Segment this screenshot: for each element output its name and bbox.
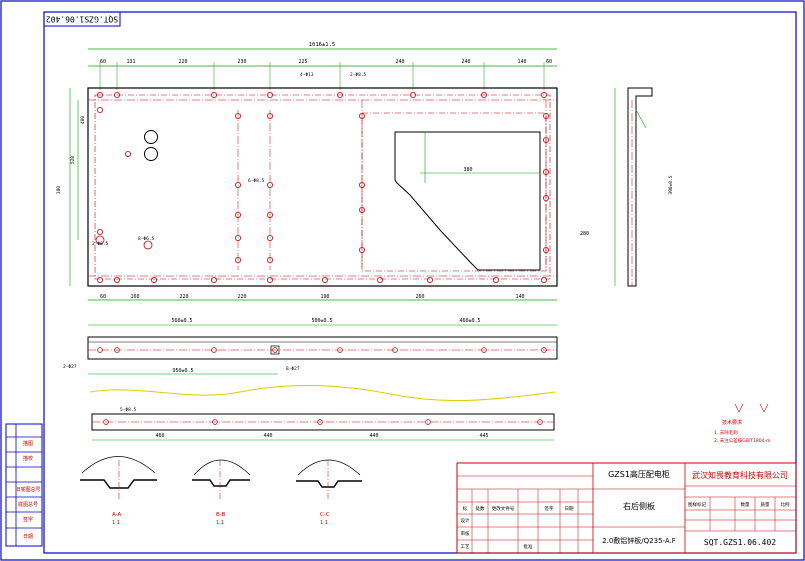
top-dim-3: 220 <box>178 59 187 65</box>
hole-callout-5: 8-Φ6.5 <box>138 236 155 242</box>
bottom-dim-2: 160 <box>130 294 139 300</box>
bottom-dim-3: 220 <box>179 294 188 300</box>
left-dim-3: 400 <box>80 116 86 124</box>
left-strip: 描图 描校 旧底图总号 底图总号 签字 日期 <box>5 423 43 547</box>
tb-header-4: 签字 <box>545 505 554 512</box>
hole-callout-3: 6-Φ8.5 <box>248 178 265 184</box>
tb-right-header-4: 比例 <box>781 501 790 508</box>
section-b-scale: 1:1 <box>216 520 224 526</box>
tb-role-2: 审核 <box>461 530 470 537</box>
hole-callout-2: 2-Φ8.5 <box>350 72 367 78</box>
strip-label-2: 描校 <box>23 455 33 462</box>
bottom-dim-7: 140 <box>515 294 524 300</box>
bottom-dim-1: 60 <box>100 294 106 300</box>
tb-company: 武汉知畏教育科技有限公司 <box>692 470 788 480</box>
strip1-bottom-dim: 950±0.5 <box>172 368 193 374</box>
side-view: 390±0.5 <box>614 87 674 287</box>
strip2-callout: 5-Φ8.5 <box>120 407 137 413</box>
left-dim-1: 380 <box>56 186 62 194</box>
strip-label-5: 签字 <box>23 516 33 523</box>
section-a-label: A-A <box>112 512 122 518</box>
overall-dim: 1016±1.5 <box>309 42 336 48</box>
notes-title: 技术要求 <box>722 419 742 426</box>
section-a: A-A 1:1 <box>80 456 157 526</box>
hole-callout-4: 2-Φ6.5 <box>92 241 109 247</box>
section-c: C-C 1:1 <box>296 459 362 526</box>
strip1-left-callout: 2-Φ27 <box>63 364 77 370</box>
tb-material: 2.0敷铝锌板/Q235-A.F <box>602 536 676 545</box>
top-dim-8: 140 <box>517 59 526 65</box>
top-dim-4: 230 <box>237 59 246 65</box>
break-line <box>89 384 556 402</box>
strip1-dim-1: 560±0.5 <box>171 318 192 324</box>
strip1-dim-3: 460±0.5 <box>459 318 480 324</box>
title-block: 标 处数 更改文件号 签字 日期 设计 审核 工艺 批准 图样标记 数量 质量 … <box>456 462 797 554</box>
tb-drawing-no: SQT.GZS1.06.402 <box>704 538 776 547</box>
top-dim-2: 131 <box>126 59 135 65</box>
tb-right-header-2: 数量 <box>741 501 750 508</box>
strip2-dim-3: 440 <box>369 433 378 439</box>
top-dim-6: 240 <box>395 59 404 65</box>
tech-notes: 技术要求 1. 去除毛刺 2. 未注公差按GB/T1804-m <box>714 403 771 444</box>
strip-view-bottom: 5-Φ8.5 460 440 440 445 <box>91 407 555 441</box>
section-a-scale: 1:1 <box>112 520 120 526</box>
front-view: 1016±1.5 60 131 220 230 225 240 240 140 … <box>56 42 589 301</box>
tb-role-4: 批准 <box>524 543 533 550</box>
tb-product: GZS1高压配电柜 <box>608 469 670 479</box>
tb-part-name: 右后侧板 <box>623 501 655 511</box>
top-dim-7: 240 <box>461 59 470 65</box>
bottom-dim-6: 260 <box>415 294 424 300</box>
inner-height-dim: 280 <box>580 231 589 237</box>
tb-right-header-1: 图样标记 <box>688 501 706 508</box>
top-dim-1: 60 <box>100 59 106 65</box>
section-c-scale: 1:1 <box>320 520 328 526</box>
tb-header-2: 处数 <box>476 505 485 512</box>
strip1-dim-2: 500±0.5 <box>311 318 332 324</box>
inner-width-dim: 380 <box>463 167 472 173</box>
inner-border <box>43 11 797 554</box>
section-c-label: C-C <box>320 512 330 518</box>
tb-header-3: 更改文件号 <box>492 505 515 512</box>
notes-item-2: 2. 未注公差按GB/T1804-m <box>714 437 771 444</box>
section-b: B-B 1:1 <box>192 459 251 526</box>
notes-item-1: 1. 去除毛刺 <box>714 429 738 436</box>
strip2-dim-1: 460 <box>155 433 164 439</box>
tb-header-1: 标 <box>463 505 468 512</box>
top-dim-9: 60 <box>546 59 552 65</box>
tb-role-1: 设计 <box>461 517 470 524</box>
tb-role-3: 工艺 <box>461 544 470 550</box>
tb-right-header-3: 质量 <box>761 501 770 508</box>
strip-label-1: 描图 <box>23 440 33 447</box>
hole-callout-1: 4-Φ13 <box>300 72 314 78</box>
strip-label-4: 底图总号 <box>18 501 38 508</box>
side-view-dim: 390±0.5 <box>668 175 674 194</box>
top-dim-5: 225 <box>298 59 307 65</box>
section-b-label: B-B <box>216 512 226 518</box>
corner-code-box <box>43 11 121 27</box>
strip1-right-callout: 8-Φ27 <box>286 366 300 372</box>
bottom-dim-5: 190 <box>320 294 329 300</box>
strip2-dim-4: 445 <box>479 433 488 439</box>
left-dim-2: 520 <box>70 156 76 164</box>
strip-label-6: 日期 <box>23 534 33 540</box>
bottom-dim-4: 220 <box>237 294 246 300</box>
strip-label-3: 旧底图总号 <box>15 486 40 493</box>
strip-view-top: 560±0.5 500±0.5 460±0.5 950±0.5 2-Φ27 8-… <box>63 318 558 375</box>
tb-header-5: 日期 <box>565 506 574 512</box>
strip2-dim-2: 440 <box>263 433 272 439</box>
corner-code: SQT.GZS1.06.402 <box>46 15 118 24</box>
